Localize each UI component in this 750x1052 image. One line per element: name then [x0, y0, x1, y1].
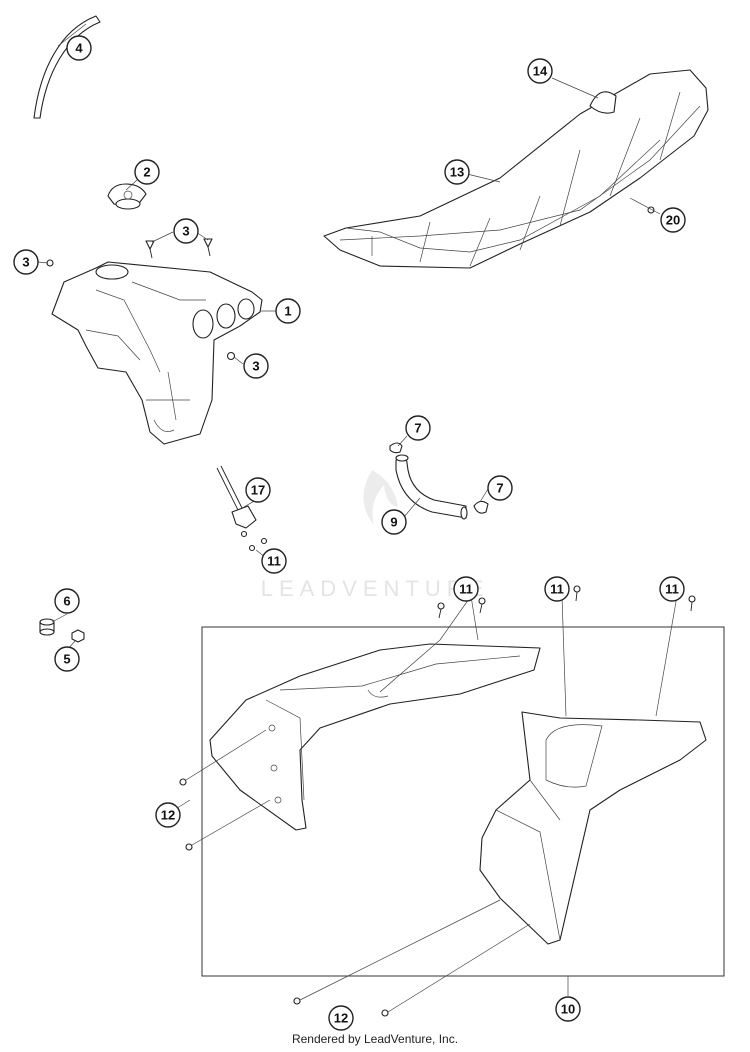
callout-11a: 11	[261, 548, 287, 574]
part-7-clamps	[389, 442, 489, 514]
svg-text:11: 11	[665, 582, 679, 597]
svg-text:14: 14	[533, 64, 548, 79]
svg-text:4: 4	[75, 41, 83, 56]
svg-text:7: 7	[414, 421, 421, 436]
svg-text:20: 20	[666, 213, 680, 228]
svg-text:11: 11	[550, 582, 564, 597]
callout-3a: 3	[173, 218, 199, 244]
callout-4: 4	[66, 35, 92, 61]
callout-10: 10	[555, 996, 581, 1022]
part-5-nut	[71, 629, 85, 643]
part-10-frame	[201, 626, 725, 977]
part-3-screws	[46, 238, 236, 361]
callout-11d: 11	[659, 576, 685, 602]
callout-13: 13	[444, 159, 470, 185]
callout-3b: 3	[13, 249, 39, 275]
svg-text:11: 11	[267, 554, 281, 569]
callout-12a: 12	[155, 802, 181, 828]
watermark: LEADVENTURE	[261, 470, 490, 601]
right-side-panel	[479, 711, 707, 945]
footer-credit: Rendered by LeadVenture, Inc.	[291, 1032, 459, 1046]
callout-2: 2	[134, 159, 160, 185]
part-9-hose	[395, 454, 468, 520]
callout-14: 14	[527, 58, 553, 84]
callout-1: 1	[275, 298, 301, 324]
svg-text:5: 5	[63, 652, 70, 667]
svg-text:1: 1	[284, 304, 291, 319]
svg-text:12: 12	[161, 808, 175, 823]
svg-text:2: 2	[143, 165, 150, 180]
svg-text:11: 11	[459, 582, 473, 597]
part-6-spacer	[39, 618, 55, 636]
svg-text:10: 10	[561, 1002, 575, 1017]
svg-text:9: 9	[390, 515, 397, 530]
svg-text:12: 12	[334, 1011, 348, 1026]
part-4-hose	[33, 15, 101, 119]
part-17-fuel-tap	[216, 465, 268, 552]
callout-6: 6	[54, 588, 80, 614]
watermark-text: LEADVENTURE	[261, 576, 490, 601]
callout-11b: 11	[453, 576, 479, 602]
svg-text:17: 17	[251, 483, 265, 498]
callout-3c: 3	[243, 353, 269, 379]
svg-text:3: 3	[252, 359, 259, 374]
svg-text:3: 3	[182, 224, 189, 239]
part-11-screws	[437, 585, 696, 619]
callout-17: 17	[245, 477, 271, 503]
callout-12b: 12	[328, 1005, 354, 1031]
part-12-screws	[179, 778, 389, 1017]
left-side-panel	[209, 643, 541, 831]
leader-lines	[37, 23, 678, 1013]
svg-text:7: 7	[496, 481, 503, 496]
callout-9: 9	[381, 509, 407, 535]
part-1-fuel-tank	[51, 261, 263, 445]
svg-text:13: 13	[450, 165, 464, 180]
callout-7b: 7	[487, 475, 513, 501]
svg-text:6: 6	[63, 594, 70, 609]
callout-11c: 11	[544, 576, 570, 602]
callout-20: 20	[660, 207, 686, 233]
part-2-fuel-cap	[107, 183, 147, 210]
callout-7a: 7	[405, 415, 431, 441]
callout-5: 5	[54, 646, 80, 672]
svg-text:3: 3	[22, 255, 29, 270]
part-13-seat	[323, 69, 709, 269]
